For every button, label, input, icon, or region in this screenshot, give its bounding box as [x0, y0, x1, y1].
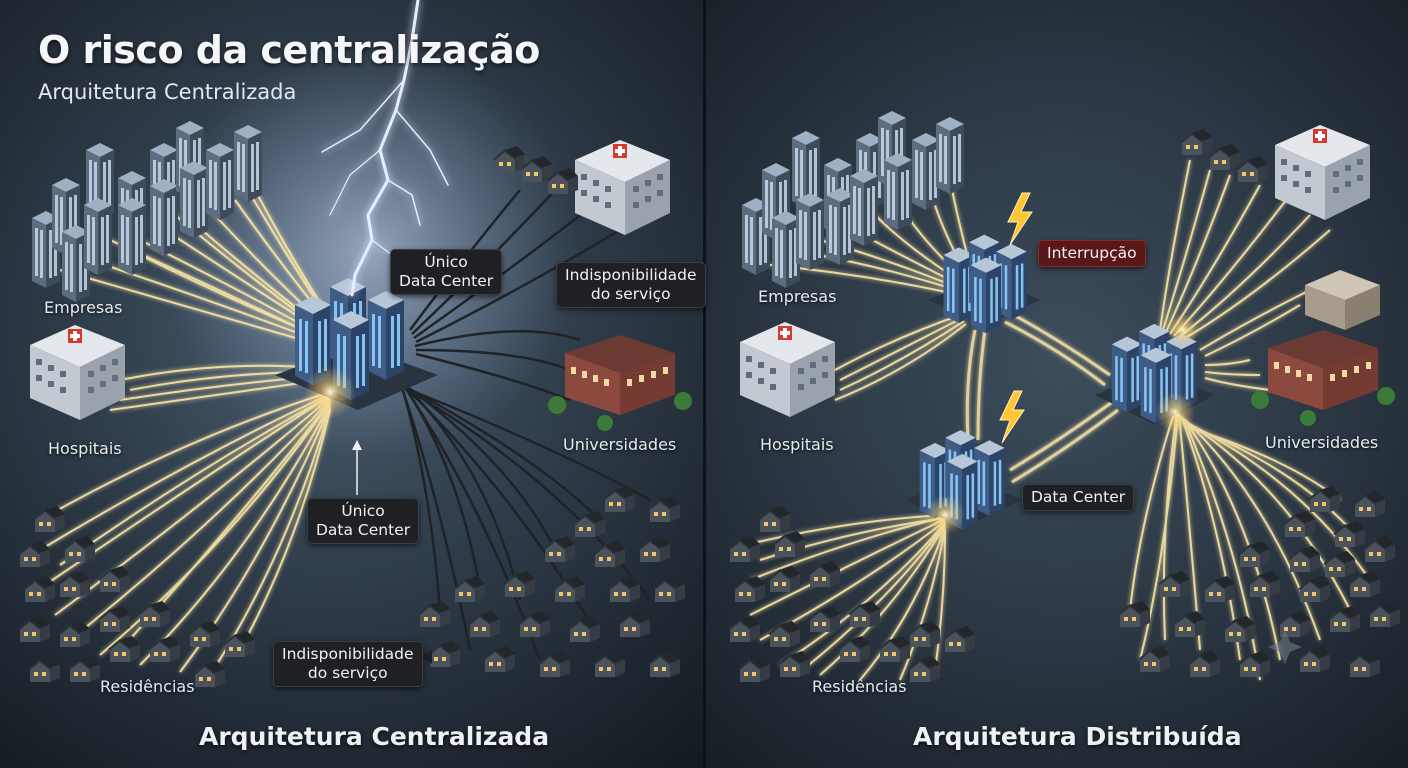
right-hub-glow-north	[1167, 314, 1199, 346]
right-hub-glow-south	[925, 495, 965, 535]
right-callout-interruption: Interrupção	[1038, 240, 1146, 267]
left-label-universidades: Universidades	[563, 435, 677, 454]
left-callout-datacenter-bottom: Único Data Center	[307, 498, 420, 544]
left-label-hospitais: Hospitais	[48, 439, 122, 458]
left-label-residencias: Residências	[100, 677, 195, 696]
sparkle-icon	[1268, 630, 1302, 664]
left-hub-glow	[304, 366, 356, 418]
right-hub-glow-east	[1155, 392, 1195, 432]
right-links-top-east	[1159, 159, 1331, 391]
panel-divider	[703, 0, 706, 768]
left-callout-arrow	[352, 440, 362, 495]
right-label-empresas: Empresas	[758, 287, 837, 306]
left-callout-unavailable-bottom: Indisponibilidade do serviço	[273, 641, 423, 687]
left-callout-pointer	[420, 650, 432, 664]
callout-line: do serviço	[590, 285, 671, 303]
callout-line: Data Center	[399, 272, 494, 290]
interruption-bolt-icon-north	[1007, 192, 1033, 246]
callout-line: Único	[341, 502, 385, 520]
right-links-residencias-east	[1129, 409, 1371, 681]
right-small-building	[1305, 270, 1380, 330]
page-title: O risco da centralização	[38, 28, 540, 72]
callout-line: do serviço	[307, 664, 388, 682]
callout-line: Indisponibilidade	[565, 266, 697, 284]
right-label-hospitais: Hospitais	[760, 435, 834, 454]
page-subtitle: Arquitetura Centralizada	[38, 80, 297, 104]
right-label-residencias: Residências	[812, 677, 907, 696]
right-links-hospitais	[834, 314, 967, 401]
left-callout-unavailable-top: Indisponibilidade do serviço	[556, 262, 706, 308]
callout-line: Único	[424, 253, 468, 271]
right-panel-footer: Arquitetura Distribuída	[913, 722, 1242, 751]
callout-line: Indisponibilidade	[282, 645, 414, 663]
right-callout-datacenter: Data Center	[1022, 484, 1135, 511]
interruption-bolt-icon-south	[999, 390, 1025, 444]
left-panel-footer: Arquitetura Centralizada	[199, 722, 550, 751]
callout-line: Data Center	[316, 521, 411, 539]
lightning-bolt-icon	[321, 0, 449, 297]
left-label-empresas: Empresas	[44, 298, 123, 317]
left-callout-datacenter-top: Único Data Center	[390, 249, 503, 295]
lightning-flash-glow	[160, 40, 580, 460]
right-label-universidades: Universidades	[1265, 433, 1379, 452]
